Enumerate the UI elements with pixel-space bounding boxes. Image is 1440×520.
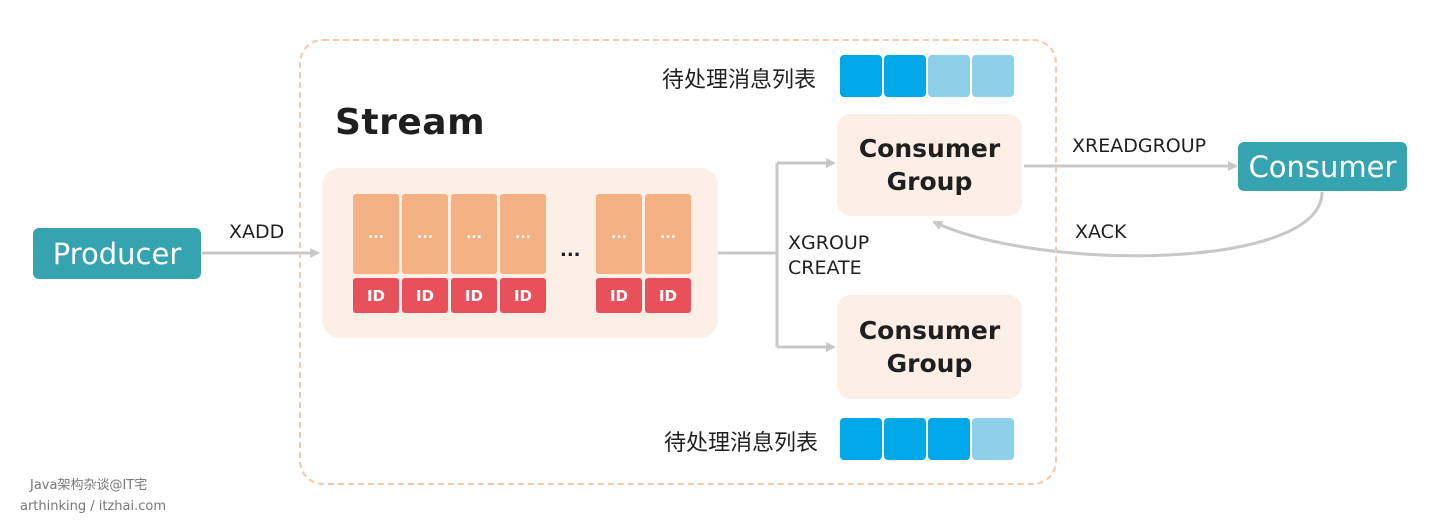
- stream-ellipsis: ...: [560, 240, 581, 261]
- xreadgroup-label: XREADGROUP: [1072, 135, 1207, 157]
- entry-message: ...: [500, 194, 546, 274]
- entry-id: ID: [596, 278, 642, 313]
- entry-id: ID: [353, 278, 399, 313]
- pending-list-label: 待处理消息列表: [662, 68, 817, 93]
- xgroup-create-label: XGROUP CREATE: [788, 232, 870, 279]
- consumer-group-2: Consumer Group: [837, 295, 1022, 399]
- pending-list: [840, 418, 1014, 460]
- pending-slot-filled: [928, 418, 970, 460]
- entry-message: ...: [353, 194, 399, 274]
- entry-id: ID: [402, 278, 448, 313]
- pending-slot-filled: [840, 418, 882, 460]
- entry-id: ID: [451, 278, 497, 313]
- consumer-node: Consumer: [1238, 142, 1407, 191]
- entry-id: ID: [500, 278, 546, 313]
- entry-id: ID: [645, 278, 691, 313]
- stream-title: Stream: [335, 102, 486, 143]
- watermark-line-2: arthinking / itzhai.com: [20, 499, 167, 514]
- consumer-group-1: Consumer Group: [837, 114, 1022, 216]
- stream-entry: ... ID: [500, 194, 546, 313]
- stream-entry: ... ID: [645, 194, 691, 313]
- entry-message: ...: [402, 194, 448, 274]
- pending-list-label: 待处理消息列表: [664, 431, 819, 456]
- pending-slot-filled: [884, 418, 926, 460]
- xadd-label: XADD: [229, 221, 285, 243]
- stream-entry: ... ID: [353, 194, 399, 313]
- entry-message: ...: [645, 194, 691, 274]
- entry-message: ...: [596, 194, 642, 274]
- pending-slot-filled: [840, 55, 882, 97]
- pending-slot-filled: [884, 55, 926, 97]
- stream-entry: ... ID: [596, 194, 642, 313]
- xack-arrow: [932, 191, 1324, 258]
- watermark-line-1: Java架构杂谈@IT宅: [30, 478, 148, 493]
- pending-list: [840, 55, 1014, 97]
- pending-slot-empty: [928, 55, 970, 97]
- stream-container: [299, 39, 1057, 485]
- xack-label: XACK: [1075, 221, 1127, 243]
- entry-message: ...: [451, 194, 497, 274]
- producer-node: Producer: [33, 228, 201, 279]
- stream-entry: ... ID: [451, 194, 497, 313]
- stream-entry: ... ID: [402, 194, 448, 313]
- pending-slot-empty: [972, 55, 1014, 97]
- pending-slot-empty: [972, 418, 1014, 460]
